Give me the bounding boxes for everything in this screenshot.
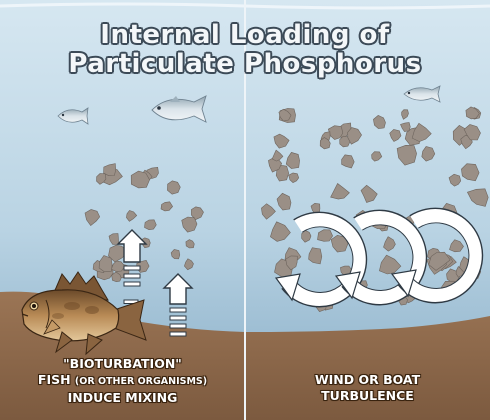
caption-turbulence: WIND OR BOAT TURBULENCE [245, 372, 490, 404]
title-line-1: Internal Loading of [0, 20, 490, 50]
caption-right-line-2: TURBULENCE [245, 388, 490, 404]
title-line-2: Particulate Phosphorus [0, 49, 490, 79]
caption-left-line-2: FISH (OR OTHER ORGANISMS) [0, 372, 245, 390]
caption-left-line-3: INDUCE MIXING [0, 390, 245, 406]
caption-left-line-2-small: (OR OTHER ORGANISMS) [75, 376, 207, 387]
caption-bioturbation: "BIOTURBATION" FISH (OR OTHER ORGANISMS)… [0, 356, 245, 406]
caption-right-line-1: WIND OR BOAT [245, 372, 490, 388]
caption-left-line-2-main: FISH [38, 372, 75, 387]
caption-left-line-1: "BIOTURBATION" [0, 356, 245, 372]
